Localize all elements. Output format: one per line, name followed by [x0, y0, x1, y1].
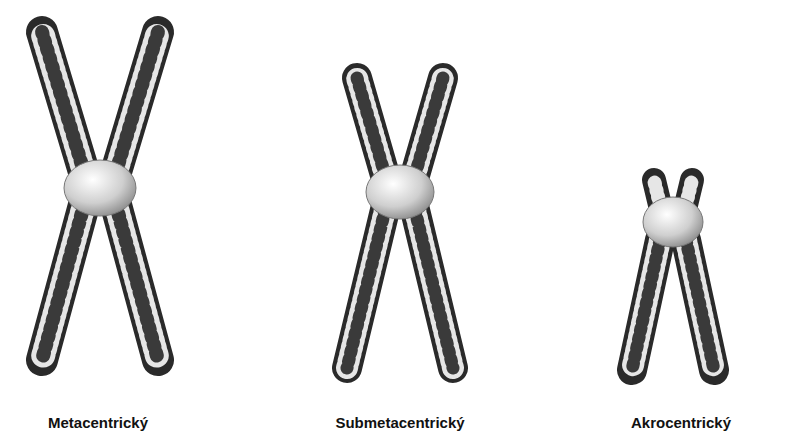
chromatid-arms: [42, 32, 158, 360]
centromere: [64, 160, 136, 216]
centromere: [366, 165, 434, 219]
chromosome-type-label: Akrocentrický: [631, 414, 731, 432]
centromere: [643, 197, 703, 247]
chromatid-arms: [632, 180, 714, 370]
chromatid-arms: [347, 78, 453, 368]
chromosome-type-label: Submetacentrický: [335, 414, 464, 432]
chromosome-type-label: Metacentrický: [48, 414, 148, 432]
